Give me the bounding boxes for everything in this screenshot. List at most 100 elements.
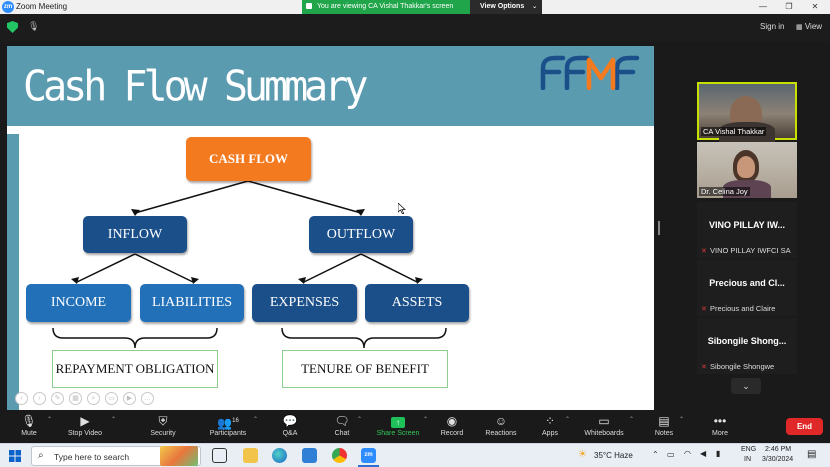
file-explorer-icon[interactable] xyxy=(243,448,258,463)
microphone-icon[interactable]: 🎙 xyxy=(28,21,40,31)
zoom-taskbar-icon[interactable]: zm xyxy=(361,448,376,463)
chat-button[interactable]: 🗨 Chat ⌃ xyxy=(330,412,362,442)
subtitles-icon[interactable]: ▭ xyxy=(105,392,118,405)
mic-muted-icon: ✕ xyxy=(701,306,707,313)
meeting-top-bar: 🎙 Sign in ▦ View xyxy=(0,14,830,42)
whiteboards-button[interactable]: ▭ Whiteboards ⌃ xyxy=(582,412,634,442)
notes-button[interactable]: ▤ Notes ⌃ xyxy=(652,412,684,442)
mic-muted-icon: ✕ xyxy=(701,248,707,255)
whiteboards-label: Whiteboards xyxy=(584,430,624,437)
participant-tile-vino[interactable]: VINO PILLAY IW... ✕VINO PILLAY IWFCI SA xyxy=(697,202,797,258)
weather-sun-icon: ☀ xyxy=(578,449,587,460)
edge-browser-icon[interactable] xyxy=(272,448,287,463)
window-title-bar: zm Zoom Meeting You are viewing CA Visha… xyxy=(0,0,830,14)
task-view-icon[interactable] xyxy=(212,448,227,463)
node-cash-flow: CASH FLOW xyxy=(186,137,311,181)
minimize-button[interactable]: — xyxy=(759,2,767,11)
participant-name-row: ✕Precious and Claire xyxy=(701,304,775,313)
node-income: INCOME xyxy=(26,284,131,322)
record-button[interactable]: ◉ Record xyxy=(438,412,466,442)
chevron-down-icon: ⌄ xyxy=(532,4,538,10)
reactions-button[interactable]: ☺ Reactions xyxy=(484,412,518,442)
view-menu-button[interactable]: ▦ View xyxy=(796,22,822,31)
participant-name-row: ✕Sibongile Shongwe xyxy=(701,362,774,371)
more-options-icon[interactable]: … xyxy=(141,392,154,405)
speaker-icon[interactable]: ◀ xyxy=(700,449,707,458)
panel-resize-handle[interactable] xyxy=(658,221,660,235)
qa-button[interactable]: 💬 Q&A xyxy=(278,412,302,442)
participant-tile-vishal[interactable]: CA Vishal Thakkar xyxy=(697,82,797,142)
battery-icon[interactable]: ▮ xyxy=(716,449,721,458)
close-window-button[interactable]: ✕ xyxy=(811,2,819,11)
chevron-up-icon[interactable]: ⌃ xyxy=(252,417,258,423)
participants-count: 16 xyxy=(232,418,239,424)
apps-button[interactable]: ⁘ Apps ⌃ xyxy=(538,412,570,442)
participants-button[interactable]: 👥16 Participants ⌃ xyxy=(206,412,258,442)
windows-start-icon[interactable] xyxy=(9,450,21,462)
sign-in-link[interactable]: Sign in xyxy=(760,22,785,31)
end-meeting-button[interactable]: End xyxy=(786,418,823,435)
mail-icon[interactable] xyxy=(302,448,317,463)
notifications-icon[interactable]: ▤ xyxy=(807,449,817,460)
participant-tile-sibongile[interactable]: Sibongile Shong... ✕Sibongile Shongwe xyxy=(697,318,797,374)
language-bottom[interactable]: IN xyxy=(744,456,751,463)
security-button[interactable]: ⛨ Security xyxy=(146,412,180,442)
mute-button[interactable]: 🎙 Mute ⌃ xyxy=(14,412,52,442)
slide-header: Cash Flow Summary xyxy=(7,46,654,126)
slides-grid-icon[interactable]: ▦ xyxy=(69,392,82,405)
apps-icon: ⁘ xyxy=(544,414,556,428)
search-highlight-image[interactable] xyxy=(160,446,198,466)
chevron-up-icon[interactable]: ⌃ xyxy=(110,417,116,423)
zoom-icon[interactable]: ⌕ xyxy=(87,392,100,405)
microphone-icon: 🎙 xyxy=(21,414,37,428)
participant-name: CA Vishal Thakkar xyxy=(701,127,767,136)
participant-tile-celina[interactable]: Dr. Celina Joy xyxy=(697,142,797,198)
chevron-up-icon[interactable]: ⌃ xyxy=(678,417,684,423)
chevron-up-icon[interactable]: ⌃ xyxy=(628,417,634,423)
participants-label: Participants xyxy=(209,430,247,437)
chevron-up-icon[interactable]: ⌃ xyxy=(46,417,52,423)
chevron-up-icon[interactable]: ⌃ xyxy=(356,417,362,423)
weather-text[interactable]: 35°C Haze xyxy=(594,451,633,460)
record-icon: ◉ xyxy=(446,414,458,428)
reactions-icon: ☺ xyxy=(494,414,508,428)
share-screen-icon: ↑ xyxy=(376,412,420,430)
network-icon[interactable]: ▭ xyxy=(667,450,675,459)
view-options-label: View Options xyxy=(480,3,525,10)
apps-label: Apps xyxy=(542,430,558,437)
share-screen-button[interactable]: ↑ Share Screen ⌃ xyxy=(376,412,428,442)
maximize-button[interactable]: ❐ xyxy=(785,2,793,11)
chevron-up-icon[interactable]: ⌃ xyxy=(422,417,428,423)
clock-date[interactable]: 3/30/2024 xyxy=(762,456,794,463)
participants-icon: 👥16 xyxy=(217,416,239,430)
scroll-down-participants-button[interactable]: ⌄ xyxy=(731,378,761,394)
chat-label: Chat xyxy=(334,430,350,437)
participant-name: Precious and Claire xyxy=(710,304,776,313)
view-options-button[interactable]: View Options ⌄ xyxy=(474,0,542,14)
clock-time[interactable]: 2:46 PM xyxy=(765,446,792,453)
language-top[interactable]: ENG xyxy=(741,446,757,453)
more-button[interactable]: ••• More xyxy=(708,412,732,442)
active-app-indicator xyxy=(358,465,379,467)
qa-label: Q&A xyxy=(282,430,298,437)
participant-display-name: Sibongile Shong... xyxy=(707,336,787,346)
pen-icon[interactable]: ✎ xyxy=(51,392,64,405)
chrome-browser-icon[interactable] xyxy=(332,448,347,463)
box-repayment-obligation: REPAYMENT OBLIGATION xyxy=(52,350,218,388)
affnf-logo xyxy=(540,55,640,90)
participant-face xyxy=(737,156,755,178)
next-slide-icon[interactable]: › xyxy=(33,392,46,405)
search-icon: ⌕ xyxy=(38,450,44,461)
node-inflow: INFLOW xyxy=(83,216,187,253)
participant-tile-precious[interactable]: Precious and Cl... ✕Precious and Claire xyxy=(697,260,797,316)
prev-slide-icon[interactable]: ‹ xyxy=(15,392,28,405)
participant-display-name: Precious and Cl... xyxy=(709,278,785,288)
camera-icon[interactable]: ▶ xyxy=(123,392,136,405)
chevron-up-icon[interactable]: ⌃ xyxy=(652,450,659,459)
security-shield-icon[interactable] xyxy=(7,21,18,33)
wifi-icon[interactable]: ◠ xyxy=(684,449,691,458)
participant-name-row: ✕VINO PILLAY IWFCI SA xyxy=(701,246,791,255)
chevron-up-icon[interactable]: ⌃ xyxy=(564,417,570,423)
taskbar-search-input[interactable]: ⌕ Type here to search xyxy=(31,446,201,466)
stop-video-button[interactable]: ▶ Stop Video ⌃ xyxy=(62,412,116,442)
